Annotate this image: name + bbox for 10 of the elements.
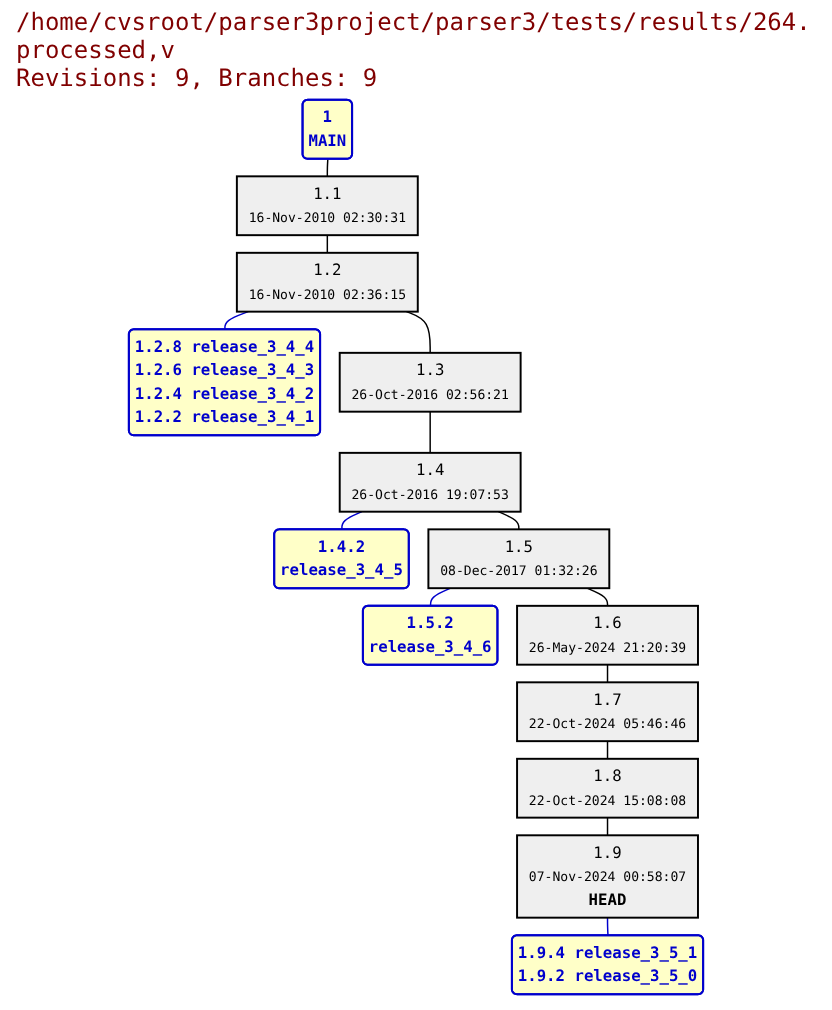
connector [224,310,249,331]
connector [429,410,431,454]
connector [341,510,363,531]
connector [429,587,452,608]
connector [497,510,520,531]
file-path-title: /home/cvsroot/parser3project/parser3/tests/results/264.processed,v [16,8,813,64]
revision-summary: Revisions: 9, Branches: 9 [16,64,380,92]
connector [586,587,609,607]
connector [405,310,431,354]
connector [606,916,609,937]
